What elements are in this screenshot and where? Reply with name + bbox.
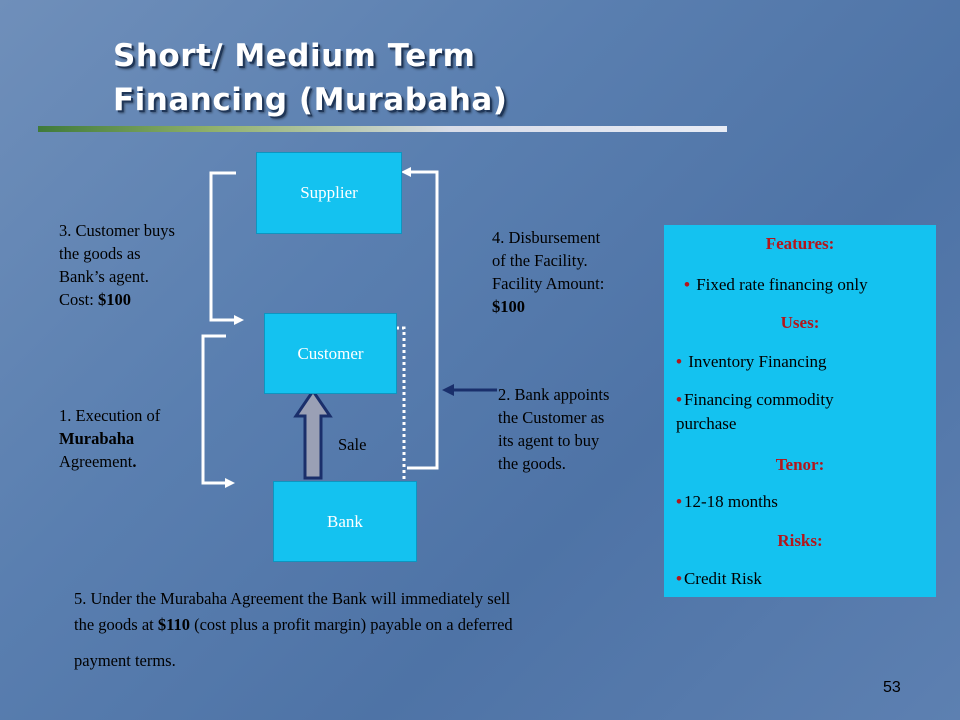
uses-heading: Uses: [780,313,820,332]
step1-line3: Agreement. [59,452,137,471]
step1-line1: 1. Execution of [59,406,161,425]
customer-box: Customer [264,313,397,394]
arrowhead-to-customer [234,315,244,325]
connector-murabaha-execution [201,334,228,485]
arrowhead-navy-left [442,384,454,396]
step2-line4: the goods. [498,454,566,473]
supplier-label: Supplier [300,183,358,202]
connector-agency-dotted [384,326,406,485]
tenor-item: •12-18 months [676,492,778,511]
features-item: • Fixed rate financing only [684,275,868,294]
step5-line2: the goods at $110 (cost plus a profit ma… [74,615,513,634]
step2-line3: its agent to buy [498,431,600,450]
step5-text: 5. Under the Murabaha Agreement the Bank… [74,586,654,674]
arrowhead-to-supplier [401,167,411,177]
slide-title-line-1: Short/ Medium Term [113,38,476,74]
bullet-icon: • [676,569,682,588]
risks-heading: Risks: [777,531,823,550]
step3-line4: Cost: $100 [59,290,131,309]
step2-text: 2. Bank appoints the Customer as its age… [498,383,658,475]
page-number: 53 [883,679,901,696]
uses-item-1: • Inventory Financing [676,352,827,371]
features-heading: Features: [765,234,835,253]
sale-label: Sale [338,435,367,454]
step4-line3: Facility Amount: [492,274,605,293]
arrowhead-to-bank [225,478,235,488]
bullet-icon: • [684,275,690,294]
step1-line2: Murabaha [59,429,135,448]
supplier-box: Supplier [256,152,402,234]
slide-title-line-2: Financing (Murabaha) [113,82,508,118]
sale-arrow-icon [293,388,333,480]
title-underline [38,126,727,132]
bank-box: Bank [273,481,417,562]
risks-item: •Credit Risk [676,569,762,588]
step4-line2: of the Facility. [492,251,588,270]
customer-label: Customer [297,343,364,363]
step3-cost: $100 [97,290,131,309]
step2-line1: 2. Bank appoints [498,385,610,404]
step4-text: 4. Disbursement of the Facility. Facilit… [492,226,652,318]
step5-line1: 5. Under the Murabaha Agreement the Bank… [74,589,511,608]
bullet-icon: • [676,352,682,371]
connector-disbursement [407,170,439,470]
step4-line1: 4. Disbursement [492,228,601,247]
step1-text: 1. Execution of Murabaha Agreement. [59,404,209,473]
step3-line2: the goods as [59,244,141,263]
step5-line3: payment terms. [74,651,176,670]
step3-line3: Bank’s agent. [59,267,149,286]
step4-line4: $100 [492,297,525,316]
step2-line2: the Customer as [498,408,605,427]
features-panel: Features: • Fixed rate financing only Us… [664,225,936,597]
step3-text: 3. Customer buys the goods as Bank’s age… [59,219,219,311]
bullet-icon: • [676,390,682,409]
bullet-icon: • [676,492,682,511]
bank-label: Bank [327,511,363,531]
connector-customer-buys [209,171,236,322]
uses-item-2: •Financing commodity purchase [676,390,834,433]
step3-line1: 3. Customer buys [59,221,175,240]
tenor-heading: Tenor: [775,455,825,474]
